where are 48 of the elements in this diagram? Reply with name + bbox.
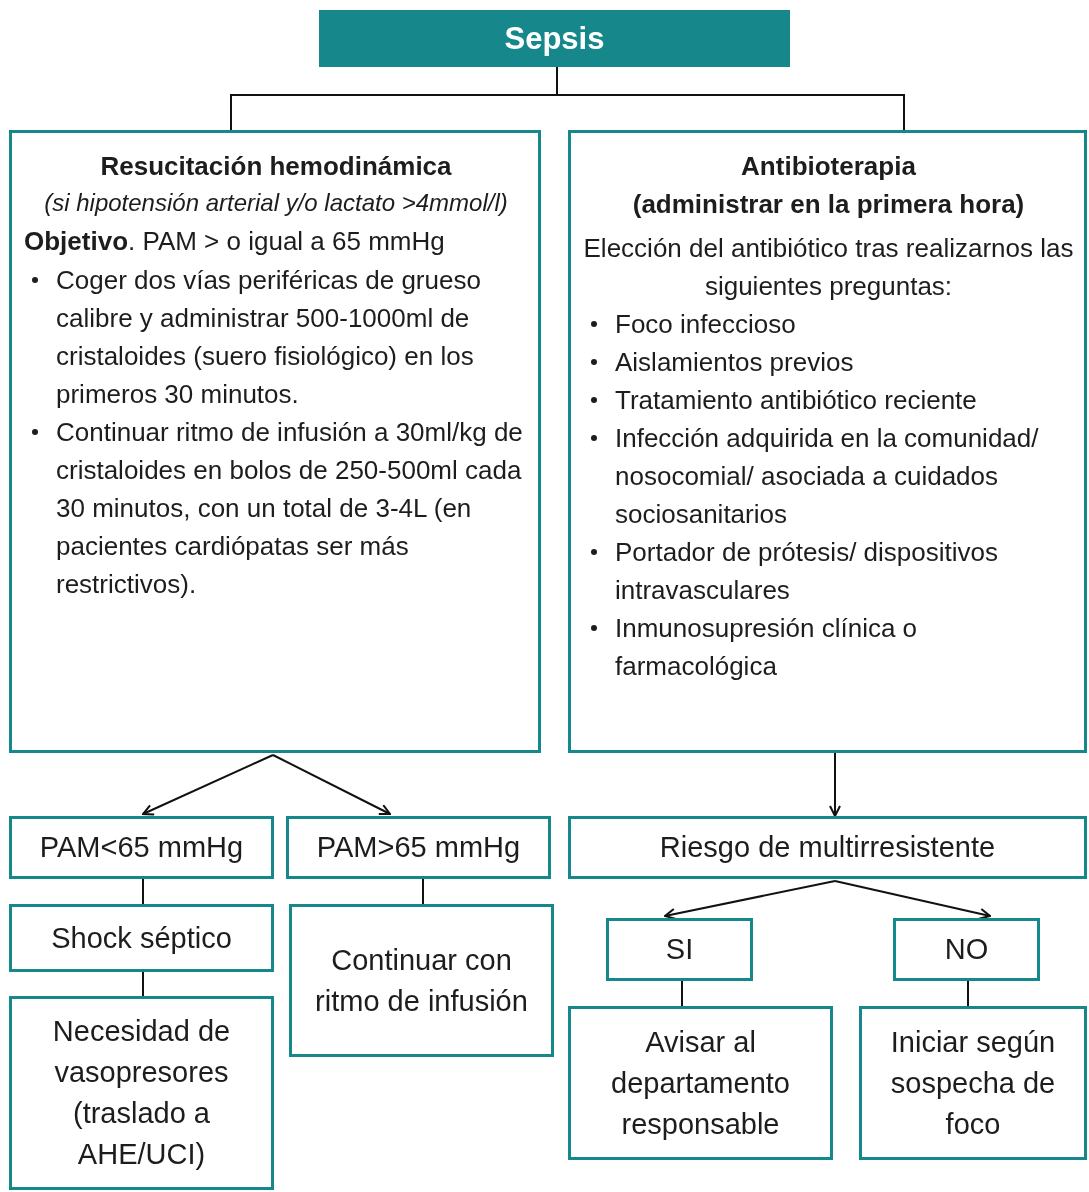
box-text: PAM>65 mmHg — [316, 830, 521, 865]
process-box — [893, 918, 1040, 981]
process-box — [9, 816, 274, 879]
box-heading: Resucitación hemodinámica — [100, 150, 452, 183]
box-text: Avisar al departamento responsable — [610, 1024, 791, 1142]
list-item-text: Foco infeccioso — [615, 308, 796, 341]
box-text: NO — [944, 932, 989, 967]
box-text: Elección del antibiótico tras realizarnos las siguientes preguntas: — [583, 232, 1074, 303]
connector-line — [142, 971, 144, 997]
process-box — [286, 816, 551, 879]
box-text: Objetivo. PAM > o igual a 65 mmHg — [24, 225, 446, 258]
process-box — [568, 816, 1087, 879]
arrow — [664, 880, 836, 920]
list-item-text: Infección adquirida en la comunidad/ nosocomial/ asociada a cuidados sociosanitarios — [615, 422, 1040, 531]
arrow — [272, 754, 391, 815]
box-text: Iniciar según sospecha de foco — [889, 1024, 1057, 1142]
list-item-text: Portador de prótesis/ dispositivos intravasculares — [615, 536, 999, 607]
process-box — [9, 904, 274, 972]
connector-line — [681, 980, 683, 1007]
connector-line — [142, 878, 144, 905]
arrow — [834, 880, 991, 920]
connector-line — [967, 980, 969, 1007]
list-item-text: Coger dos vías periféricas de grueso calibre y administrar 500-1000ml de cristaloides (suero fisiológico) en los primeros 30 minutos. — [56, 264, 482, 411]
box-text: Necesidad de vasopresores (traslado a AHE/UCI) — [51, 1014, 232, 1172]
list-item-text: Aislamientos previos — [615, 346, 854, 379]
box-heading: Antibioterapia — [741, 150, 916, 183]
list-item-text: Continuar ritmo de infusión a 30ml/kg de cristaloides en bolos de 250-500ml cada 30 minutos, con un total de 3-4L (en pacientes cardiópatas ser más restrictivos). — [56, 416, 524, 601]
box-text: Continuar con ritmo de infusión — [314, 942, 529, 1019]
list-item-text: Inmunosupresión clínica o farmacológica — [615, 612, 919, 683]
box-subtitle: (si hipotensión arterial y/o lactato >4mmol/l) — [44, 188, 508, 218]
process-box — [289, 904, 554, 1057]
box-text: Riesgo de multirresistente — [659, 830, 996, 865]
list-item-text: Tratamiento antibiótico reciente — [615, 384, 977, 417]
connector-line — [422, 878, 424, 905]
box-text: SI — [665, 932, 694, 967]
title-text: Sepsis — [504, 20, 605, 58]
process-box — [9, 130, 541, 753]
arrow — [829, 752, 841, 817]
process-box — [9, 996, 274, 1190]
box-text: Shock séptico — [51, 920, 232, 956]
arrow — [142, 754, 274, 816]
process-box — [568, 130, 1087, 753]
process-box — [606, 918, 753, 981]
title-box — [319, 10, 790, 67]
process-box — [568, 1006, 833, 1160]
box-heading: (administrar en la primera hora) — [632, 188, 1025, 221]
process-box — [859, 1006, 1087, 1160]
box-text: PAM<65 mmHg — [39, 830, 244, 865]
